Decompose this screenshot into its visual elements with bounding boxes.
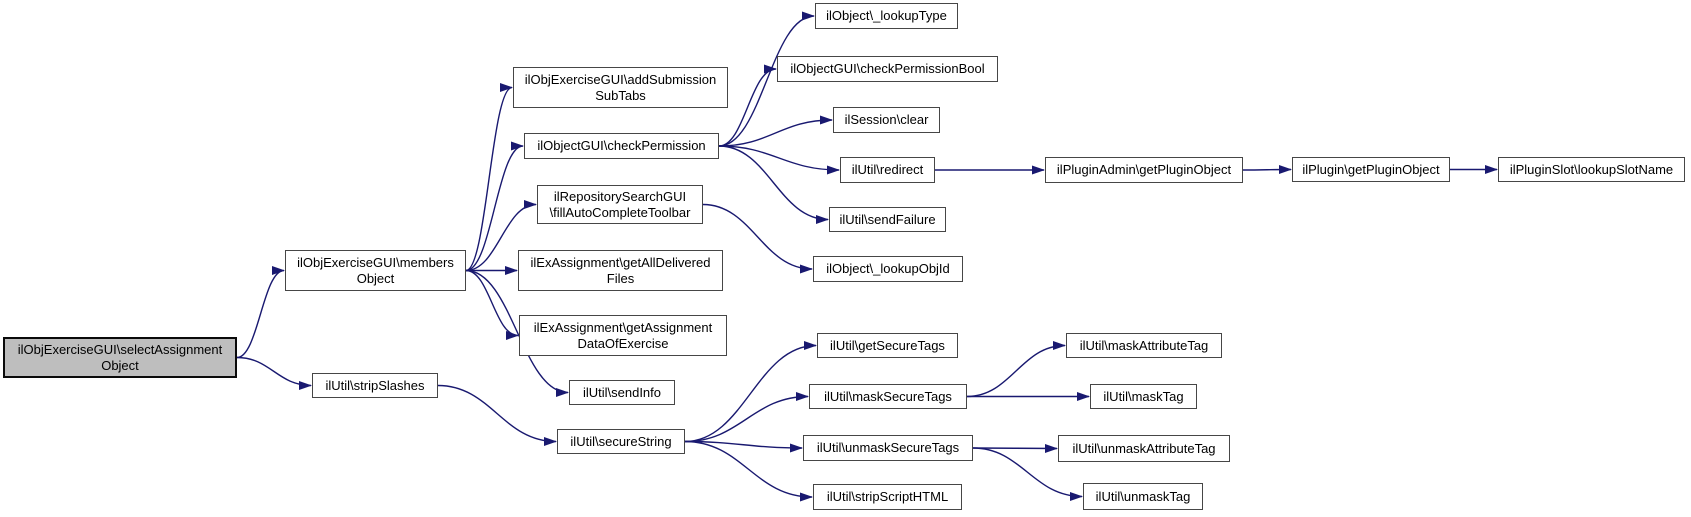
- edge-secure-string-to-strip-script-html: [684, 440, 813, 502]
- node-label: ilRepositorySearchGUI: [553, 188, 687, 204]
- node-label: ilUtil\stripScriptHTML: [826, 489, 949, 504]
- edge-select-assignment-object-to-members-object: [236, 266, 285, 359]
- node-secure-string[interactable]: ilUtil\secureString: [557, 429, 685, 454]
- node-unmask-tag[interactable]: ilUtil\unmaskTag: [1083, 483, 1203, 510]
- node-label: ilUtil\sendInfo: [582, 384, 662, 400]
- node-lookup-obj-id[interactable]: ilObject\_lookupObjId: [813, 256, 963, 282]
- edge-check-permission-to-session-clear: [718, 115, 833, 147]
- node-strip-script-html[interactable]: ilUtil\stripScriptHTML: [813, 484, 962, 510]
- node-label: \fillAutoCompleteToolbar: [549, 204, 691, 220]
- edge-unmask-secure-tags-to-unmask-attribute-tag: [972, 443, 1058, 453]
- node-unmask-secure-tags[interactable]: ilUtil\unmaskSecureTags: [803, 435, 973, 461]
- node-label: ilUtil\maskSecureTags: [824, 388, 952, 404]
- node-label: SubTabs: [595, 87, 646, 103]
- node-check-permission[interactable]: ilObjectGUI\checkPermission: [524, 133, 719, 159]
- node-fill-auto-complete-toolbar[interactable]: ilRepositorySearchGUI\fillAutoCompleteTo…: [537, 185, 703, 224]
- node-label: Object: [356, 270, 395, 286]
- node-redirect[interactable]: ilUtil\redirect: [840, 157, 935, 183]
- node-label: ilPluginAdmin\getPluginObject: [1056, 162, 1232, 177]
- edge-secure-string-to-unmask-secure-tags: [684, 440, 803, 453]
- node-mask-attribute-tag[interactable]: ilUtil\maskAttributeTag: [1066, 333, 1222, 358]
- node-label: ilObject\_lookupObjId: [826, 261, 950, 276]
- node-label: ilObjExerciseGUI\addSubmission: [524, 71, 717, 87]
- node-label: ilUtil\sendFailure: [839, 211, 936, 227]
- node-label: ilUtil\unmaskAttributeTag: [1072, 440, 1216, 456]
- node-label: ilObjectGUI\checkPermissionBool: [790, 61, 985, 76]
- node-plugin-slot-lookup-slot-name[interactable]: ilPluginSlot\lookupSlotName: [1498, 157, 1685, 182]
- node-label: ilUtil\redirect: [851, 162, 924, 177]
- edge-members-object-to-get-assignment-data-of-exercise: [465, 269, 519, 340]
- node-get-secure-tags[interactable]: ilUtil\getSecureTags: [817, 333, 958, 358]
- node-mask-secure-tags[interactable]: ilUtil\maskSecureTags: [809, 384, 967, 409]
- edge-check-permission-to-redirect: [718, 145, 840, 175]
- edge-members-object-to-check-permission: [465, 141, 524, 272]
- edge-strip-slashes-to-secure-string: [437, 384, 557, 446]
- node-strip-slashes[interactable]: ilUtil\stripSlashes: [312, 373, 438, 398]
- node-unmask-attribute-tag[interactable]: ilUtil\unmaskAttributeTag: [1058, 435, 1230, 462]
- node-label: ilObjExerciseGUI\members: [297, 254, 454, 270]
- node-plugin-get-plugin-object[interactable]: ilPlugin\getPluginObject: [1292, 157, 1450, 182]
- node-check-permission-bool[interactable]: ilObjectGUI\checkPermissionBool: [777, 56, 998, 82]
- node-label: ilUtil\unmaskSecureTags: [816, 440, 960, 455]
- node-label: ilObjectGUI\checkPermission: [537, 138, 706, 153]
- node-label: ilUtil\unmaskTag: [1095, 488, 1191, 504]
- node-label: ilObject\_lookupType: [826, 8, 947, 23]
- edge-select-assignment-object-to-strip-slashes: [236, 356, 312, 390]
- edge-plugin-admin-get-plugin-object-to-plugin-get-plugin-object: [1242, 165, 1292, 175]
- node-send-failure[interactable]: ilUtil\sendFailure: [829, 207, 946, 232]
- node-label: Files: [606, 270, 635, 286]
- node-lookup-type[interactable]: ilObject\_lookupType: [815, 3, 958, 29]
- node-label: DataOfExercise: [577, 335, 669, 351]
- edge-secure-string-to-get-secure-tags: [684, 341, 817, 443]
- node-send-info[interactable]: ilUtil\sendInfo: [569, 380, 675, 405]
- edge-secure-string-to-mask-secure-tags: [684, 392, 809, 443]
- edge-check-permission-to-send-failure: [718, 145, 829, 224]
- node-label: ilUtil\getSecureTags: [830, 337, 945, 353]
- edge-members-object-to-add-submission-sub-tabs: [465, 83, 513, 272]
- edge-mask-secure-tags-to-mask-attribute-tag: [966, 341, 1066, 398]
- node-label: ilExAssignment\getAllDelivered: [530, 254, 711, 270]
- node-mask-tag[interactable]: ilUtil\maskTag: [1090, 384, 1197, 409]
- node-plugin-admin-get-plugin-object[interactable]: ilPluginAdmin\getPluginObject: [1045, 157, 1243, 183]
- node-label: ilPlugin\getPluginObject: [1302, 161, 1440, 177]
- node-label: ilUtil\maskAttributeTag: [1079, 337, 1209, 353]
- node-label: ilUtil\stripSlashes: [325, 377, 425, 393]
- node-session-clear[interactable]: ilSession\clear: [833, 107, 940, 133]
- node-label: ilUtil\secureString: [570, 433, 672, 449]
- node-label: ilPluginSlot\lookupSlotName: [1509, 161, 1674, 177]
- node-label: ilObjExerciseGUI\selectAssignment: [17, 341, 223, 357]
- node-label: ilSession\clear: [844, 112, 929, 127]
- node-label: Object: [101, 357, 139, 373]
- node-label: ilUtil\maskTag: [1103, 388, 1184, 404]
- node-label: ilExAssignment\getAssignment: [533, 319, 713, 335]
